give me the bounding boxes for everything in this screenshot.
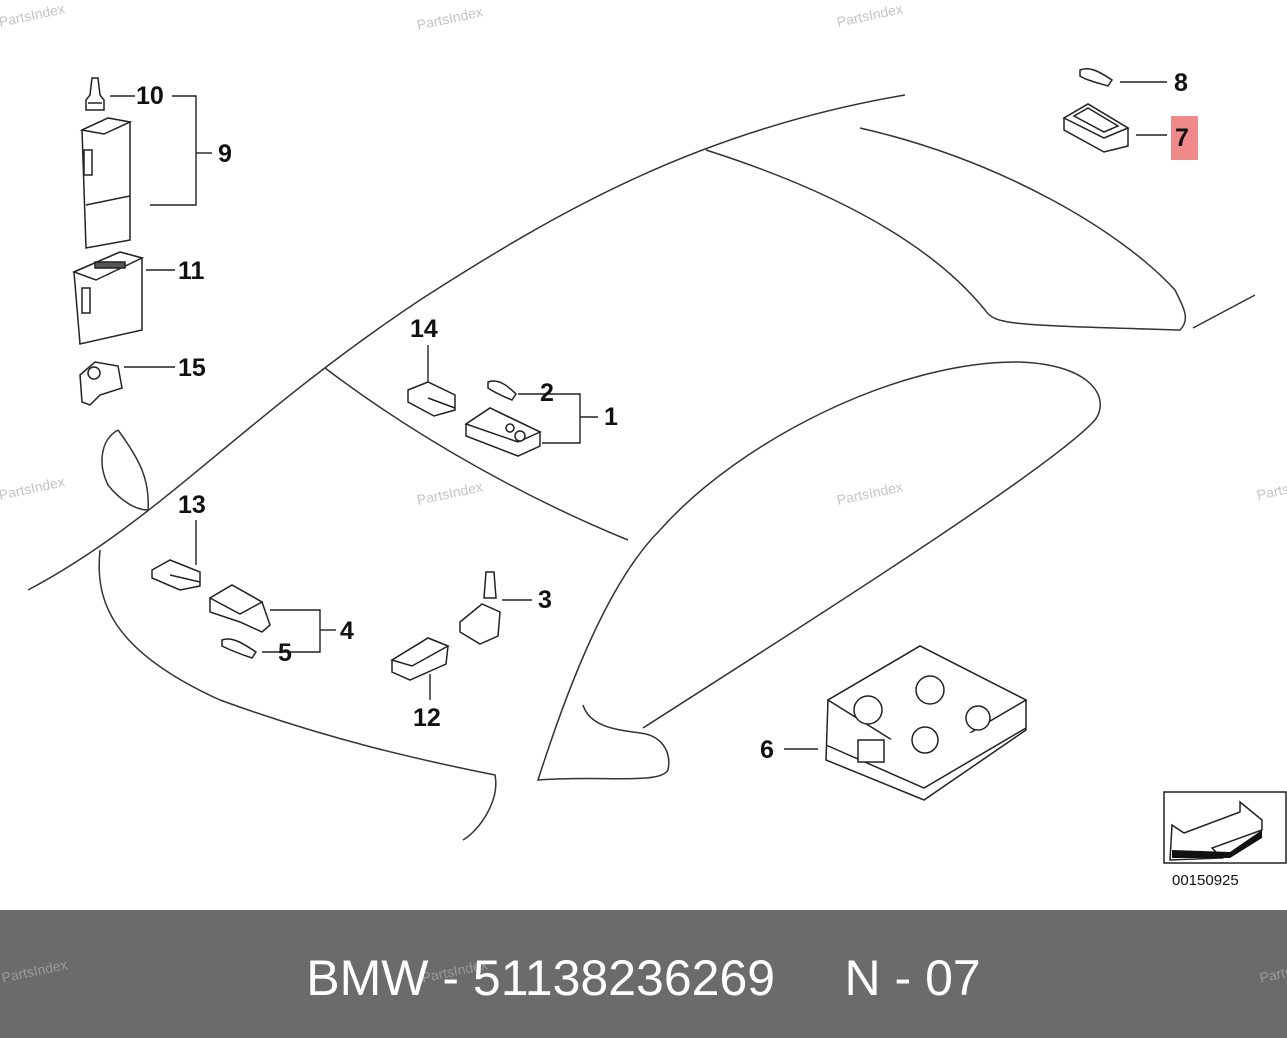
callout-5[interactable]: 5 (278, 639, 292, 667)
part-15-clip[interactable] (79, 361, 123, 406)
callout-13[interactable]: 13 (178, 491, 206, 519)
callout-1[interactable]: 1 (604, 403, 618, 431)
part-6-bulb-box[interactable] (825, 645, 1028, 801)
callout-14[interactable]: 14 (410, 315, 438, 343)
callout-6[interactable]: 6 (760, 736, 774, 764)
callout-8[interactable]: 8 (1174, 69, 1188, 97)
part-1-interior-light[interactable] (464, 407, 542, 457)
callout-3[interactable]: 3 (538, 586, 552, 614)
leader-lines (110, 81, 1167, 750)
watermark: PartsIndex (835, 0, 904, 30)
part-11-frame[interactable] (71, 251, 145, 345)
watermark: PartsIndex (415, 478, 484, 508)
part-13-connector[interactable] (151, 559, 201, 591)
callout-15[interactable]: 15 (178, 354, 206, 382)
watermark: PartsIndex (835, 478, 904, 508)
part-8-bulb[interactable] (1079, 68, 1114, 87)
watermark: PartsIndex (0, 473, 66, 503)
part-7-light-housing[interactable] (1062, 103, 1130, 153)
car-outline (27, 94, 1256, 841)
watermark: PartsIndex (1255, 473, 1287, 503)
part-3-bulb-holder[interactable] (459, 571, 501, 645)
callout-7[interactable]: 7 (1175, 124, 1189, 152)
part-number-label: BMW - 51138236269 N - 07 (306, 950, 981, 1006)
callout-10[interactable]: 10 (136, 82, 164, 110)
callout-12[interactable]: 12 (413, 704, 441, 732)
callout-11[interactable]: 11 (178, 257, 205, 285)
callout-4[interactable]: 4 (340, 617, 354, 645)
watermark: PartsIndex (415, 3, 484, 33)
diagram-code: 00150925 (1172, 872, 1239, 889)
callout-9[interactable]: 9 (218, 140, 232, 168)
part-14-connector[interactable] (407, 381, 456, 417)
callout-numbers: 10 9 11 15 8 7 14 2 1 13 4 5 3 12 6 (136, 69, 1189, 764)
parts-diagram: 10 9 11 15 8 7 14 2 1 13 4 5 3 12 6 0015… (0, 0, 1287, 889)
watermark: PartsIndex (0, 0, 66, 30)
part-2-bulb[interactable] (487, 380, 517, 401)
part-5-bulb[interactable] (221, 638, 258, 659)
part-12-connector[interactable] (390, 637, 450, 681)
callout-7-highlight (1171, 116, 1198, 160)
part-9-switch-unit[interactable] (79, 117, 133, 249)
callout-2[interactable]: 2 (540, 379, 554, 407)
footer-bar: PartsIndex PartsIndex PartsIndex BMW - 5… (0, 910, 1287, 1038)
orientation-arrow-icon (1163, 791, 1287, 864)
part-10-bulb[interactable] (85, 77, 105, 111)
part-4-light[interactable] (208, 584, 271, 633)
